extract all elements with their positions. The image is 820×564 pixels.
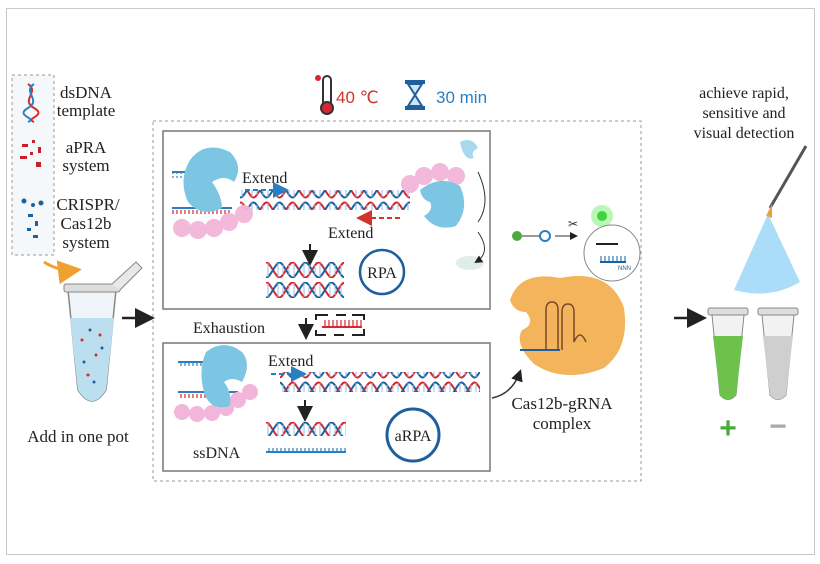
scissors-icon: ✂ xyxy=(568,217,578,231)
legend-apra-system: system xyxy=(62,156,109,175)
positive-sign: + xyxy=(719,412,737,445)
reagent-legend: dsDNA template aPRA system CRISPR/ Cas12… xyxy=(11,74,120,256)
red-reagent-dots-icon xyxy=(20,140,41,167)
ssb-proteins xyxy=(173,163,465,239)
legend-crispr-system: system xyxy=(62,233,109,252)
arpa-cycle-label: aRPA xyxy=(395,428,432,445)
legend-apra: aPRA xyxy=(66,138,107,157)
cas12b-gRNA-complex: NNN xyxy=(510,224,641,376)
flashlight-icon xyxy=(734,145,808,294)
temperature-label: 40 ℃ xyxy=(336,88,379,107)
dsdna-helix xyxy=(240,190,410,210)
ssdna-label: ssDNA xyxy=(193,445,241,462)
recombinase xyxy=(456,256,484,270)
complex-label-1: Cas12b-gRNA xyxy=(511,394,613,413)
thermometer-icon xyxy=(315,75,334,115)
polymerase-bottom xyxy=(201,345,247,408)
legend-template: template xyxy=(57,101,116,120)
legend-cas12b: Cas12b xyxy=(61,214,112,233)
polymerase-free xyxy=(460,140,478,159)
light-beam xyxy=(734,214,800,294)
cycle-icon-bottom xyxy=(385,407,441,463)
one-pot-tube xyxy=(63,261,143,402)
polymerase-left xyxy=(183,147,239,212)
hourglass-icon xyxy=(405,80,425,110)
result-line-3: visual detection xyxy=(694,125,795,142)
complex-label-2: complex xyxy=(533,414,592,433)
exhausted-primer-icon xyxy=(315,314,365,336)
polymerase-right xyxy=(420,180,465,228)
rpa-cycle-label: RPA xyxy=(367,265,397,282)
result-line-1: achieve rapid, xyxy=(699,85,789,102)
time-label: 30 min xyxy=(436,88,487,107)
legend-dsdna: dsDNA xyxy=(60,83,113,102)
blue-reagent-dots-icon xyxy=(21,198,44,238)
extend-label-bottom: Extend xyxy=(268,353,313,370)
negative-sign: − xyxy=(769,410,787,443)
ssdna-strand xyxy=(266,446,346,452)
ssb-proteins-bottom xyxy=(174,384,258,422)
positive-tube xyxy=(707,307,749,400)
arpa-panel: Extend ssDNA aRPA xyxy=(162,342,491,472)
result-line-2: sensitive and xyxy=(702,105,785,122)
extend-label-2: Extend xyxy=(328,225,373,242)
extend-label-1: Extend xyxy=(242,170,287,187)
tube-label: Add in one pot xyxy=(27,427,129,446)
dsdna-helix-bottom xyxy=(280,372,480,392)
cycle-icon xyxy=(358,248,406,296)
gRNA-tag: NNN xyxy=(618,266,631,272)
dna-helix-icon xyxy=(22,83,40,123)
reaction-box xyxy=(152,120,642,482)
exhaustion-label: Exhaustion xyxy=(193,320,265,337)
rpa-panel: Extend Extend RPA xyxy=(162,130,491,310)
orange-arrow xyxy=(43,260,82,285)
negative-tube xyxy=(757,307,799,400)
legend-crispr: CRISPR/ xyxy=(56,195,120,214)
